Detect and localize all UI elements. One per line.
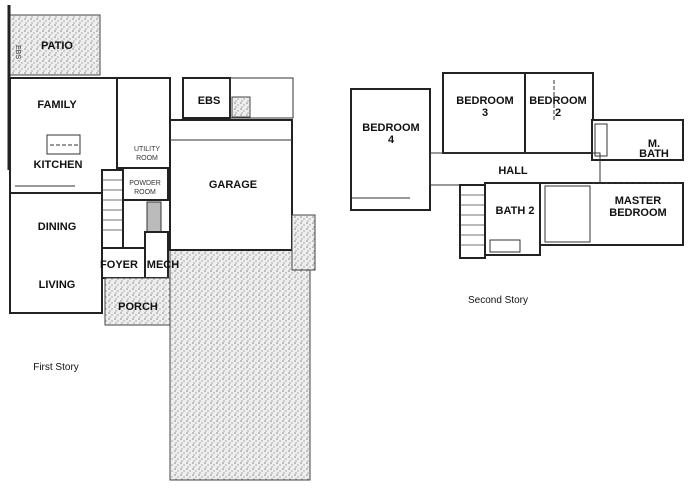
kitchen-island [46,134,81,155]
porch [104,277,171,326]
porch-label: PORCH [118,301,158,313]
living-label: LIVING [39,279,76,291]
ebs-label: EBS [198,95,221,107]
foyer [101,247,146,279]
first-story-caption: First Story [33,362,79,373]
garage-label: GARAGE [209,179,257,191]
bedroom-3-label-2: 3 [482,107,488,119]
powder-room [122,167,169,201]
bedroom-4-label-1: BEDROOM [362,122,419,134]
master-bath [591,119,684,161]
bedroom-3-label-1: BEDROOM [456,95,513,107]
foyer-label: FOYER [100,259,138,271]
hall-label: HALL [498,165,528,177]
second-story-caption: Second Story [468,295,528,306]
second-story-plan: BEDROOM 4 BEDROOM 3 BEDROOM 2 M. BATH HA… [350,72,684,306]
master-bedroom-label-1: MASTER [615,195,662,207]
family-label: FAMILY [37,99,77,111]
first-story-plan: PATIO EBS FAMILY KITCHEN UTILITY ROOM EB… [7,5,316,481]
driveway [169,249,311,481]
bath-2 [484,182,541,256]
utility-label-2: ROOM [136,155,158,162]
bedroom-2-label-1: BEDROOM [529,95,586,107]
bedroom-2-label-2: 2 [555,107,561,119]
kitchen-label: KITCHEN [34,159,83,171]
patio [9,14,101,76]
master-bedroom-label-2: BEDROOM [609,207,666,219]
dining-label: DINING [38,221,77,233]
first-floor-stairs [101,169,124,249]
dining-living-room [9,192,103,314]
powder-label-1: POWDER [129,180,161,187]
patio-ebs-label: EBS [14,45,21,59]
master-bath-label-1: M. [648,138,660,150]
second-floor-stairs [459,184,486,259]
bedroom-4-label-2: 4 [388,134,395,146]
garage [169,119,293,251]
mech-label: MECH [147,259,179,271]
powder-label-2: ROOM [134,189,156,196]
utility-label-1: UTILITY [134,146,160,153]
mech-room [144,231,169,279]
master-bath-label-2: BATH [639,148,669,160]
bedroom-4 [350,88,431,211]
bedroom-3 [442,72,526,154]
bath-2-label: BATH 2 [496,205,535,217]
patio-label: PATIO [41,40,73,52]
